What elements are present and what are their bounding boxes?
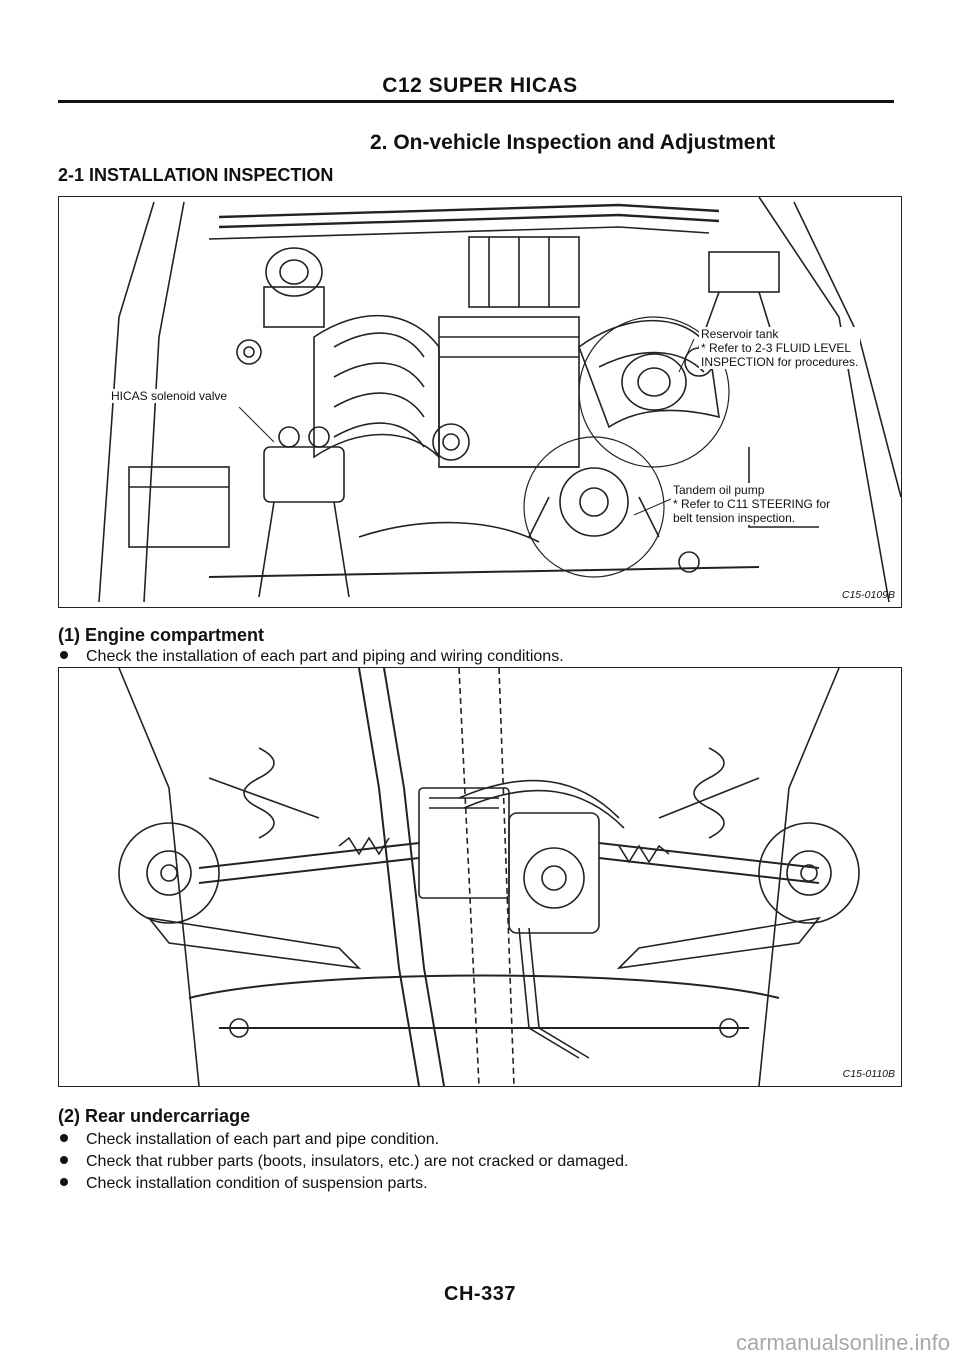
hicas-solenoid-valve-label: HICAS solenoid valve <box>109 389 230 403</box>
subsection-title: 2-1 INSTALLATION INSPECTION <box>58 165 334 185</box>
watermark-link[interactable]: carmanualsonline.info <box>735 1330 950 1355</box>
rear-undercarriage-bullet-1: Check installation of each part and pipe… <box>58 1131 439 1149</box>
figure2-code: C15-0110B <box>842 1068 895 1080</box>
rear-undercarriage-drawing <box>118 668 860 1086</box>
engine-compartment-figure: Reservoir tank * Refer to 2-3 FLUID LEVE… <box>58 196 902 608</box>
bullet-dot <box>60 651 68 659</box>
engine-compartment-bullet: Check the installation of each part and … <box>58 648 564 666</box>
rear-undercarriage-caption: (2) Rear undercarriage <box>58 1106 251 1126</box>
tandem-oil-pump-callout: Tandem oil pump * Refer to C11 STEERING … <box>671 483 833 525</box>
page-header-title: C12 SUPER HICAS <box>382 74 578 97</box>
tandem-oil-pump-note-line1: * Refer to C11 STEERING for <box>673 497 831 511</box>
bullet-dot <box>60 1156 68 1164</box>
reservoir-tank-callout: Reservoir tank * Refer to 2-3 FLUID LEVE… <box>699 327 861 369</box>
bullet-dot <box>60 1178 68 1186</box>
tandem-oil-pump-label: Tandem oil pump <box>673 483 765 497</box>
tandem-oil-pump-note-line2: belt tension inspection. <box>673 511 796 525</box>
page-number: CH-337 <box>444 1283 516 1305</box>
bullet-dot <box>60 1134 68 1142</box>
reservoir-tank-label: Reservoir tank <box>701 327 779 341</box>
bullet-text: Check the installation of each part and … <box>86 648 564 665</box>
bullet-text: Check installation condition of suspensi… <box>86 1175 428 1192</box>
reservoir-tank-note-line1: * Refer to 2-3 FLUID LEVEL <box>701 341 852 355</box>
rear-undercarriage-figure: C15-0110B <box>58 667 902 1087</box>
header-rule <box>58 100 894 103</box>
figure1-code: C15-0109B <box>841 589 895 601</box>
rear-undercarriage-bullet-2: Check that rubber parts (boots, insulato… <box>58 1153 629 1171</box>
bullet-text: Check installation of each part and pipe… <box>86 1131 440 1148</box>
section-title: 2. On-vehicle Inspection and Adjustment <box>370 131 776 154</box>
rear-undercarriage-bullet-3: Check installation condition of suspensi… <box>58 1175 428 1193</box>
engine-compartment-caption: (1) Engine compartment <box>58 625 265 645</box>
bullet-text: Check that rubber parts (boots, insulato… <box>86 1153 629 1170</box>
reservoir-tank-note-line2: INSPECTION for procedures. <box>701 355 859 369</box>
